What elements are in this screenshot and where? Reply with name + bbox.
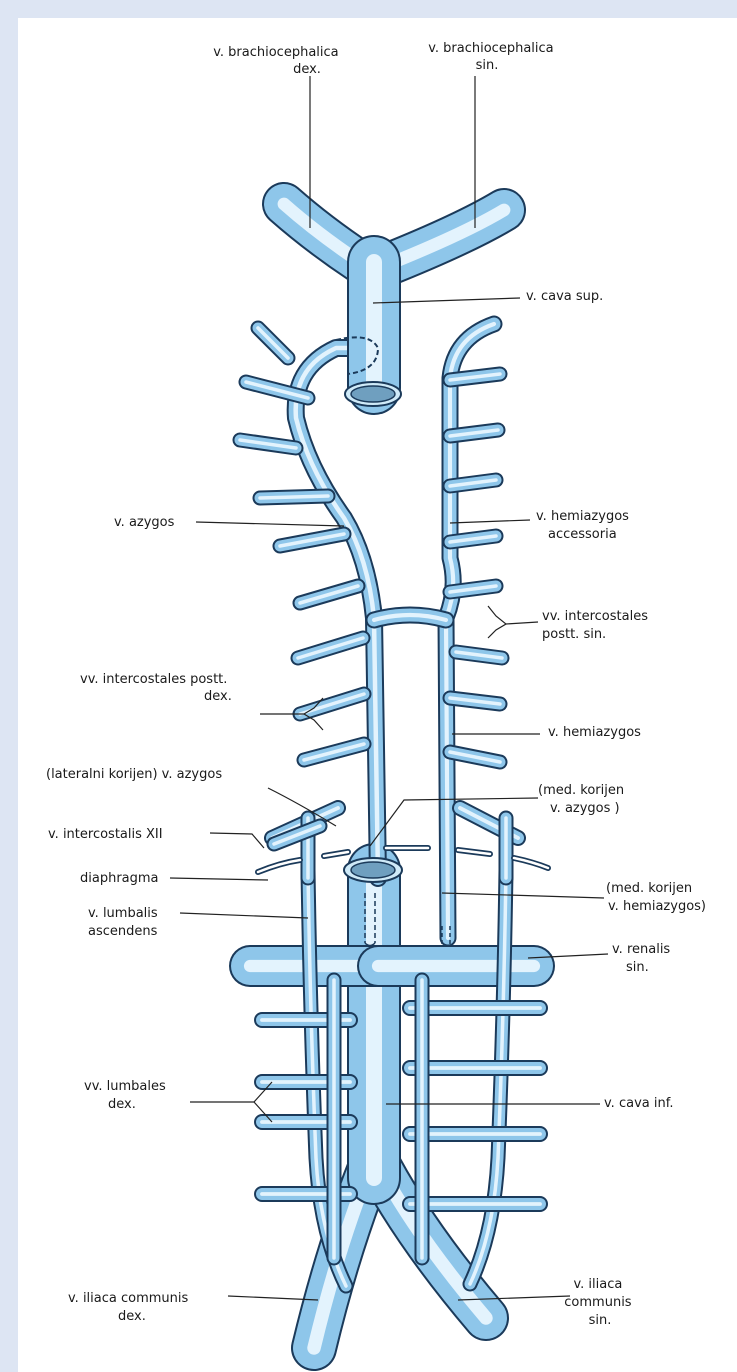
vein-azygos	[296, 348, 378, 878]
vein-lumbalis-ascendens-sin	[470, 870, 506, 1284]
label-renalis-sin: v. renalis sin.	[612, 942, 674, 975]
label-brachiocephalica-sin: v. brachiocephalica sin.	[428, 41, 558, 73]
label-medial-root-azygos: (med. korijen v. azygos )	[538, 783, 628, 816]
label-iliaca-communis-dex: v. iliaca communis dex.	[68, 1291, 192, 1324]
label-azygos: v. azygos	[114, 515, 175, 530]
vein-intercostalis-sin-2	[450, 430, 498, 436]
vein-intercostalis-sin-7	[450, 698, 500, 704]
vein-intercostalis-sin-6	[456, 652, 502, 658]
label-lateral-root-azygos: (lateralni korijen) v. azygos	[46, 767, 222, 782]
vein-intercostalis-dex-9	[304, 744, 364, 760]
vein-intercostalis-sin-1	[450, 374, 500, 380]
label-brachiocephalica-dex: v. brachiocephalica dex.	[213, 45, 343, 77]
label-cava-sup: v. cava sup.	[526, 289, 603, 304]
vein-intercostalis-sin-4	[450, 536, 496, 542]
vein-hemiazygos	[446, 324, 494, 938]
label-intercostales-sin: vv. intercostales postt. sin.	[542, 609, 652, 642]
venous-system	[240, 204, 540, 1348]
vein-intercostalis-dex-4	[260, 496, 328, 498]
vein-diagram: v. brachiocephalica dex. v. brachiocepha…	[18, 18, 737, 1372]
label-medial-root-hemiazygos: (med. korijen v. hemiazygos)	[606, 881, 706, 914]
label-lumbales-dex: vv. lumbales dex.	[84, 1079, 170, 1112]
vein-intercostalis-dex-7	[298, 638, 363, 658]
label-diaphragma: diaphragma	[80, 871, 159, 886]
vein-intercostalis-sin-3	[450, 480, 496, 486]
vein-intercostalis-dex-5	[280, 534, 344, 546]
label-hemiazygos: v. hemiazygos	[548, 725, 641, 740]
vein-intercostalis-dex-1	[258, 328, 288, 358]
label-lumbalis-ascendens: v. lumbalis ascendens	[88, 906, 162, 939]
label-intercostales-dex: vv. intercostales postt. dex.	[80, 672, 232, 704]
cava-sup-opening	[345, 382, 401, 406]
vein-intercostalis-dex-6	[300, 586, 358, 603]
vein-intercostalis-dex-3	[240, 440, 296, 448]
vein-intercostalis-sin-8	[450, 752, 500, 762]
vein-azygos-hemiazygos-connection	[374, 615, 446, 620]
vein-intercostalis-sin-5	[450, 586, 496, 592]
label-cava-inf: v. cava inf.	[604, 1096, 673, 1111]
label-hemiazygos-accessoria: v. hemiazygos accessoria	[536, 509, 633, 542]
label-iliaca-communis-sin: v. iliaca communis sin.	[564, 1277, 635, 1328]
label-intercostalis-xii: v. intercostalis XII	[48, 827, 163, 842]
vein-brachiocephalica-sin	[384, 210, 504, 266]
diagram-frame: v. brachiocephalica dex. v. brachiocepha…	[18, 18, 737, 1372]
cava-inf-opening	[344, 858, 402, 882]
